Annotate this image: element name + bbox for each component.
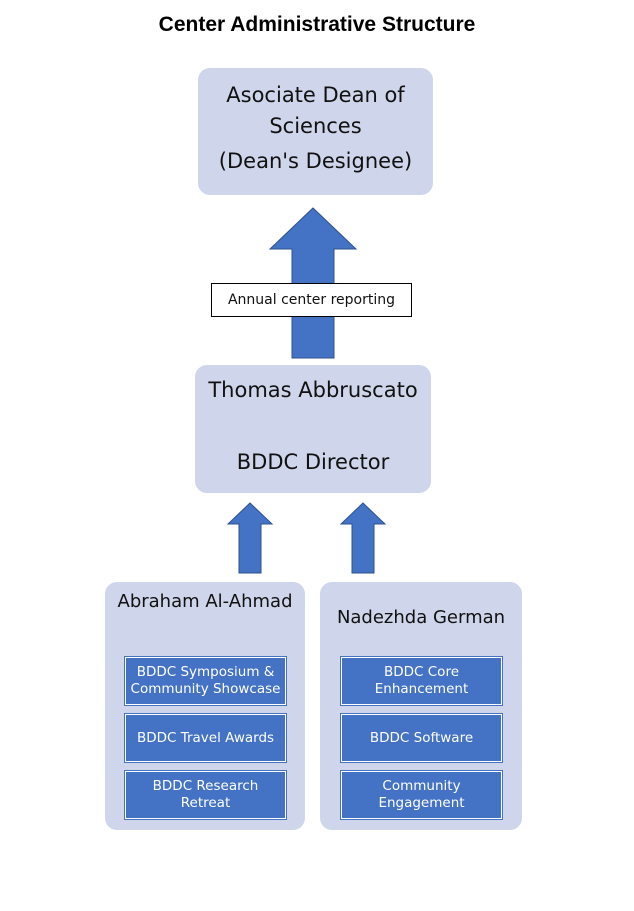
group-item: BDDC Research Retreat <box>125 771 286 819</box>
dean-box: Asociate Dean of Sciences (Dean's Design… <box>198 68 433 195</box>
group-box-al-ahmad: Abraham Al-Ahmad BDDC Symposium & Commun… <box>105 582 305 830</box>
dean-title: Asociate Dean of Sciences <box>226 83 405 138</box>
group-name: Abraham Al-Ahmad <box>117 591 293 612</box>
group-item: Community Engagement <box>341 771 502 819</box>
group-box-german: Nadezhda German BDDC Core Enhancement BD… <box>320 582 522 830</box>
diagram-title: Center Administrative Structure <box>158 13 476 36</box>
group-item: BDDC Software <box>341 714 502 762</box>
director-title: BDDC Director <box>236 450 390 474</box>
group-name: Nadezhda German <box>336 607 506 628</box>
reporting-label: Annual center reporting <box>211 283 412 317</box>
director-name: Thomas Abbruscato <box>208 378 418 402</box>
dean-designee: (Dean's Designee) <box>218 149 413 173</box>
director-box: Thomas Abbruscato BDDC Director <box>195 365 431 493</box>
group-item: BDDC Travel Awards <box>125 714 286 762</box>
group-item: BDDC Symposium & Community Showcase <box>125 657 286 705</box>
group-item: BDDC Core Enhancement <box>341 657 502 705</box>
